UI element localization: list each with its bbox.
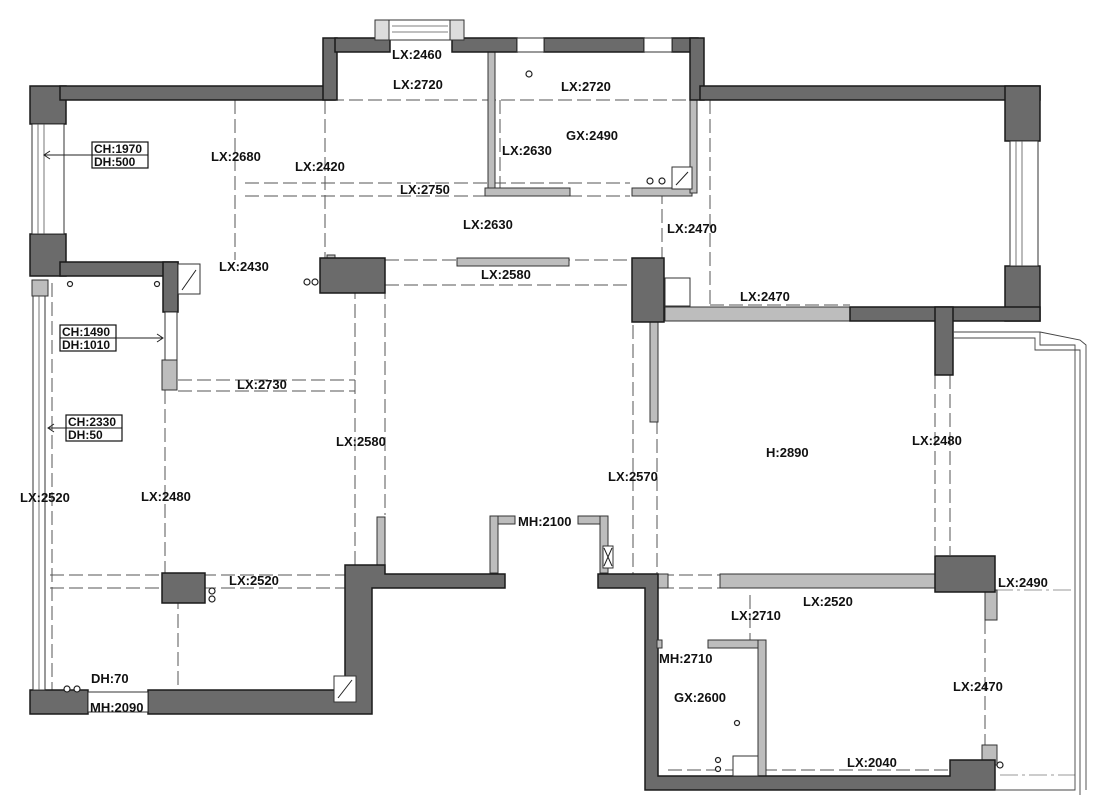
partition-walls [31,47,998,778]
ceiling-height-label: LX:2520 [20,490,70,505]
ceiling-height-label: LX:2520 [229,573,279,588]
door-height-label: MH:2710 [659,651,712,666]
ceiling-height-label: LX:2710 [731,608,781,623]
ceiling-height-label: LX:2490 [998,575,1048,590]
ceiling-height-label: LX:2750 [400,182,450,197]
ceiling-height-label: LX:2630 [463,217,513,232]
door-height-label: MH:2100 [518,514,571,529]
ceiling-height-label: LX:2570 [608,469,658,484]
window-dh-label: DH:50 [68,428,103,442]
window-info-3: CH:2330 DH:50 [47,414,123,442]
ceiling-height-label: LX:2730 [237,377,287,392]
ceiling-height-label: LX:2470 [740,289,790,304]
ceiling-height-label: LX:2480 [912,433,962,448]
window-info-2: CH:1490 DH:1010 [59,324,164,352]
window-info-1: CH:1970 DH:500 [43,141,149,169]
ceiling-height-label: GX:2600 [674,690,726,705]
ceiling-height-label: LX:2720 [393,77,443,92]
ceiling-height-label: LX:2520 [803,594,853,609]
window-dh-label: DH:500 [94,155,136,169]
ceiling-height-label: LX:2480 [141,489,191,504]
fixtures [63,70,1004,777]
window-dh-label: DH:1010 [62,338,110,352]
ceiling-height-label: LX:2040 [847,755,897,770]
door-height-label: DH:70 [91,671,129,686]
ceiling-height-label: LX:2580 [336,434,386,449]
balcony-rail [953,331,1087,795]
ceiling-height-label: LX:2460 [392,47,442,62]
window-ch-label: CH:1490 [62,325,110,339]
ceiling-height-label: LX:2420 [295,159,345,174]
ceiling-height-label: GX:2490 [566,128,618,143]
ceiling-height-label: LX:2680 [211,149,261,164]
ceiling-height-label: LX:2470 [953,679,1003,694]
ceiling-height-label: H:2890 [766,445,809,460]
windows [31,19,1039,713]
window-ch-label: CH:1970 [94,142,142,156]
ceiling-height-label: LX:2470 [667,221,717,236]
ceiling-height-label: LX:2720 [561,79,611,94]
ceiling-height-label: LX:2580 [481,267,531,282]
door-height-label: MH:2090 [90,700,143,715]
window-ch-label: CH:2330 [68,415,116,429]
dimension-labels: LX:2460 LX:2720 LX:2720 GX:2490 LX:2630 … [20,47,1048,770]
ceiling-height-label: LX:2430 [219,259,269,274]
ceiling-height-label: LX:2630 [502,143,552,158]
